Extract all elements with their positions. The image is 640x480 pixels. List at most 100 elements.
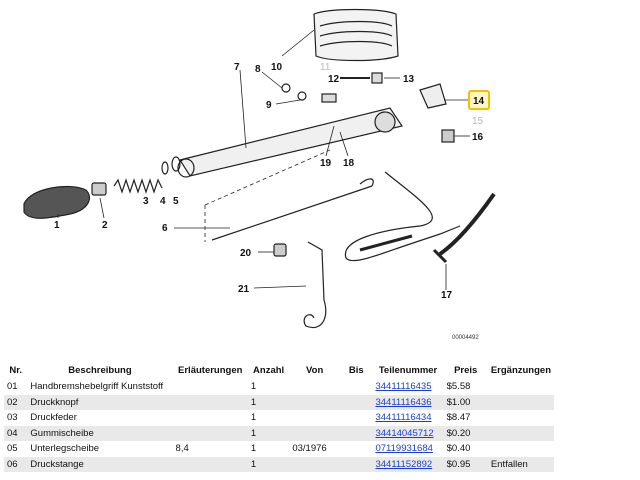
col-anzahl: Anzahl [253,364,285,376]
cell-ergaenzungen [487,379,554,395]
callout-1: 1 [54,220,60,231]
cell-preis: $1.00 [443,394,488,410]
callout-16: 16 [472,132,484,143]
cell-anzahl: 1 [247,410,290,426]
callout-2: 2 [102,220,108,231]
col-ergaenzungen: Ergänzungen [490,364,551,376]
part-number-link[interactable]: 34411116434 [375,412,432,424]
cell-bis [340,456,373,472]
cell-ergaenzungen [487,394,554,410]
cell-beschreibung: Druckknopf [27,394,173,410]
callout-6: 6 [162,223,168,234]
callout-19: 19 [320,158,332,169]
cell-nr: 03 [4,410,28,426]
cell-bis [340,410,373,426]
cell-anzahl: 1 [247,441,290,457]
callout-4: 4 [160,196,166,207]
cable-spool-shape [313,8,399,62]
callout-11: 11 [320,62,331,73]
diagram-code: 00004492 [452,335,479,341]
col-bis: Bis [348,364,364,376]
cell-nr: 05 [4,441,28,457]
cell-teilenummer: 34411116434 [372,410,444,426]
callout-20: 20 [240,248,252,259]
part-number-link[interactable]: 07119931684 [375,443,433,455]
part-number-link[interactable]: 34411152892 [375,458,433,470]
cell-nr: 01 [4,379,28,395]
cell-erlaeuterungen [172,425,248,441]
cell-von [289,456,340,472]
cell-anzahl: 1 [247,394,290,410]
cell-nr: 04 [4,425,28,441]
cell-beschreibung: Druckstange [27,456,173,472]
cell-nr: 02 [4,394,28,410]
cell-beschreibung: Druckfeder [27,410,173,426]
callout-10: 10 [271,62,283,73]
callout-9: 9 [266,100,272,111]
cell-preis: $0.40 [443,441,488,457]
part-number-link[interactable]: 34411116436 [375,396,432,408]
cell-teilenummer: 34411116436 [372,394,444,410]
callout-3: 3 [143,196,149,207]
cell-preis: $5.58 [443,379,488,395]
cell-erlaeuterungen [172,456,248,472]
cell-teilenummer: 07119931684 [372,441,444,457]
cell-von [289,394,340,410]
table-header-row: Nr. Beschreibung Erläuterungen Anzahl Vo… [4,361,554,379]
parts-table: Nr. Beschreibung Erläuterungen Anzahl Vo… [4,361,554,472]
cell-ergaenzungen [487,425,554,441]
cell-ergaenzungen [487,410,554,426]
cell-von [289,425,340,441]
part-number-link[interactable]: 34414045712 [375,427,434,439]
callout-5: 5 [173,196,179,207]
cell-erlaeuterungen: 8,4 [172,441,248,457]
part-number-link[interactable]: 34411116435 [375,381,432,393]
callout-8: 8 [255,64,261,75]
col-teilenummer: Teilenummer [378,364,438,376]
cell-bis [340,379,373,395]
cell-preis: $0.95 [443,456,488,472]
cell-erlaeuterungen [172,394,248,410]
cell-anzahl: 1 [247,456,290,472]
callout-13: 13 [403,74,415,85]
cell-preis: $0.20 [443,425,488,441]
cell-teilenummer: 34411116435 [372,379,444,395]
cell-ergaenzungen [487,441,554,457]
cell-bis [340,441,373,457]
cell-preis: $8.47 [443,410,488,426]
col-von: Von [306,364,324,376]
callout-12: 12 [328,74,340,85]
cell-teilenummer: 34411152892 [372,456,444,472]
cell-beschreibung: Unterlegscheibe [27,441,173,457]
callout-7: 7 [234,62,240,73]
callout-14[interactable]: 14 [473,96,485,107]
col-erlaeuterungen: Erläuterungen [178,364,243,376]
callout-18: 18 [343,158,355,169]
cell-nr: 06 [4,456,28,472]
col-beschreibung: Beschreibung [68,364,132,376]
cell-von [289,379,340,395]
cell-beschreibung: Handbremshebelgriff Kunststoff [27,379,173,395]
cell-von: 03/1976 [289,441,340,457]
cell-erlaeuterungen [172,379,248,395]
callout-21: 21 [238,284,250,295]
callout-14-highlight [468,90,490,110]
cell-anzahl: 1 [247,379,290,395]
cell-erlaeuterungen [172,410,248,426]
cell-von [289,410,340,426]
parts-diagram: 1 2 3 4 5 6 7 8 9 10 11 12 13 14 15 16 1… [23,8,496,341]
cell-bis [340,425,373,441]
callout-15: 15 [472,116,484,127]
col-preis: Preis [454,364,478,376]
cell-anzahl: 1 [247,425,290,441]
cell-teilenummer: 34414045712 [372,425,444,441]
cell-ergaenzungen: Entfallen [487,456,554,472]
callout-17: 17 [441,290,453,301]
col-nr: Nr. [9,364,23,376]
